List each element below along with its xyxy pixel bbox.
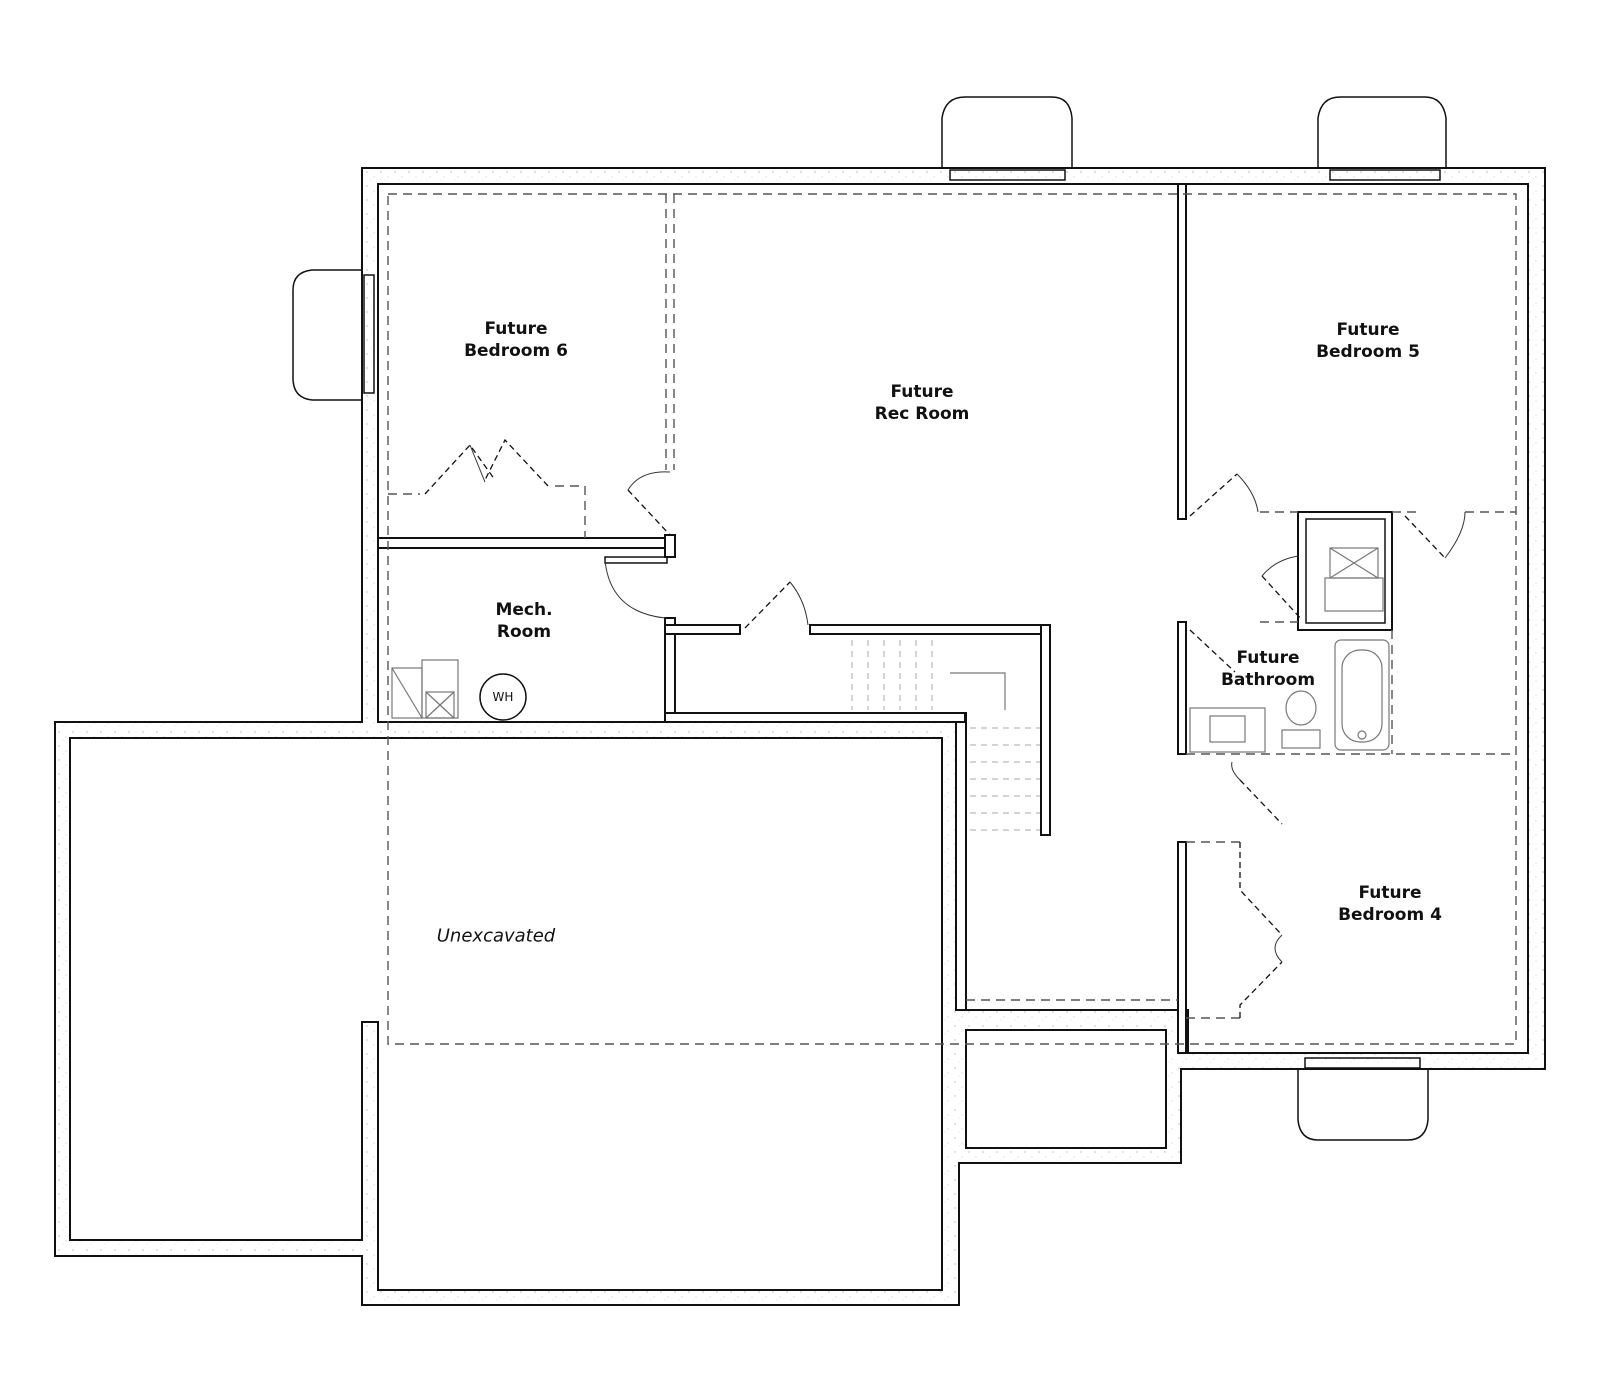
window-wells: [292, 96, 1447, 1141]
room-label-mech-room: Mech. Room: [495, 599, 552, 643]
bathtub-icon: [1334, 639, 1390, 751]
stairs: [851, 640, 1040, 831]
room-label-line1: Mech.: [495, 600, 553, 620]
unexcavated-label: Unexcavated: [436, 925, 556, 947]
room-label-bedroom-6: Future Bedroom 6: [464, 318, 568, 362]
bathroom-fixtures: [1189, 547, 1390, 753]
water-heater-label: WH: [493, 690, 514, 704]
inner-wall-main: [377, 183, 1529, 1054]
interior-walls: [377, 183, 1393, 1054]
room-label-line2: Bathroom: [1220, 670, 1316, 690]
cold-storage-inner: [965, 1029, 1167, 1149]
toilet-icon: [1281, 729, 1321, 749]
room-label-line1: Future: [1358, 883, 1422, 903]
unexcavated-inner: [69, 737, 943, 1291]
room-label-line2: Bedroom 6: [464, 341, 568, 361]
doors: [424, 438, 1466, 1018]
room-label-line1: Future: [1236, 648, 1300, 668]
water-heater-icon: [479, 673, 527, 721]
room-label-bedroom-5: Future Bedroom 5: [1316, 319, 1420, 363]
room-label-line1: Future: [890, 382, 954, 402]
foundation-walls: [54, 167, 1546, 1306]
room-label-line2: Rec Room: [874, 404, 970, 424]
room-label-line2: Bedroom 4: [1338, 905, 1442, 925]
room-label-bathroom: Future Bathroom: [1221, 647, 1315, 691]
future-walls: [387, 193, 1517, 1045]
room-label-line1: Future: [1336, 320, 1400, 340]
room-label-bedroom-4: Future Bedroom 4: [1338, 882, 1442, 926]
mech-equipment: WH: [391, 659, 527, 721]
room-label-line1: Future: [484, 319, 548, 339]
room-label-line2: Room: [496, 622, 552, 642]
room-label-line2: Bedroom 5: [1316, 342, 1420, 362]
room-label-rec-room: Future Rec Room: [875, 381, 970, 425]
